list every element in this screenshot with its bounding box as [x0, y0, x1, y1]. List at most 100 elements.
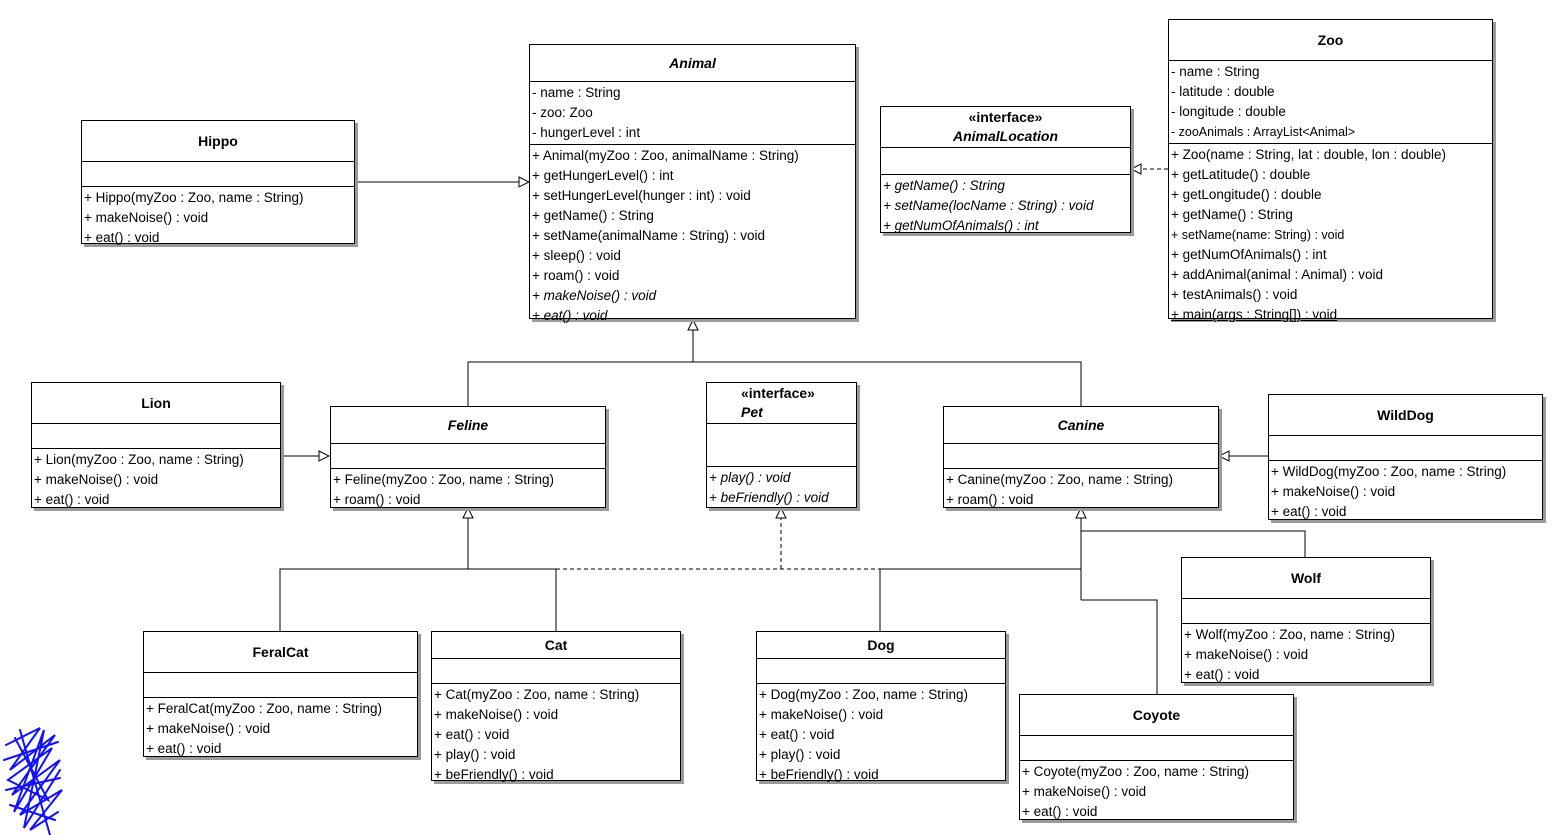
class-title: Lion — [141, 394, 171, 411]
method: + Wolf(myZoo : Zoo, name : String) — [1184, 627, 1395, 642]
method: + eat() : void — [146, 741, 222, 756]
method: + getName() : String — [1171, 207, 1293, 222]
attributes-section: - name : String - zoo: Zoo - hungerLevel… — [530, 82, 855, 144]
method: + getName() : String — [883, 178, 1005, 193]
attributes-section — [707, 424, 856, 466]
method: + beFriendly() : void — [709, 490, 829, 505]
class-feline[interactable]: Feline + Feline(myZoo : Zoo, name : Stri… — [330, 406, 606, 508]
method: + WildDog(myZoo : Zoo, name : String) — [1271, 464, 1507, 479]
class-lion[interactable]: Lion + Lion(myZoo : Zoo, name : String) … — [31, 382, 281, 508]
class-title: Dog — [867, 636, 895, 653]
attributes-section — [82, 162, 354, 186]
method: + setName(name: String) : void — [1171, 228, 1345, 242]
attribute: - longitude : double — [1171, 104, 1286, 119]
methods-section: + Zoo(name : String, lat : double, lon :… — [1169, 144, 1492, 326]
method: + Cat(myZoo : Zoo, name : String) — [434, 687, 640, 702]
class-feralcat[interactable]: FeralCat + FeralCat(myZoo : Zoo, name : … — [143, 631, 418, 757]
class-cat[interactable]: Cat + Cat(myZoo : Zoo, name : String) + … — [431, 631, 681, 782]
edge-cats-feline — [279, 508, 557, 631]
edge-cat-dog-pet — [556, 508, 880, 570]
edge-feline-canine-animal — [467, 320, 1082, 406]
method: + main(args : String[]) : void — [1171, 307, 1338, 322]
method: + Dog(myZoo : Zoo, name : String) — [759, 687, 968, 702]
method: + Lion(myZoo : Zoo, name : String) — [34, 452, 244, 467]
methods-section: + Feline(myZoo : Zoo, name : String) + r… — [331, 469, 605, 511]
attribute: - hungerLevel : int — [532, 125, 641, 140]
method: + getNumOfAnimals() : int — [1171, 247, 1327, 262]
attributes-section — [1182, 599, 1430, 623]
class-title: WildDog — [1377, 406, 1434, 423]
stereotype-label: «interface» — [968, 109, 1043, 125]
methods-section: + WildDog(myZoo : Zoo, name : String) + … — [1269, 461, 1542, 523]
method: + makeNoise() : void — [759, 707, 884, 722]
class-coyote[interactable]: Coyote + Coyote(myZoo : Zoo, name : Stri… — [1019, 694, 1294, 820]
class-dog[interactable]: Dog + Dog(myZoo : Zoo, name : String) + … — [756, 631, 1006, 782]
method: + sleep() : void — [532, 248, 621, 263]
attribute: - name : String — [532, 85, 621, 100]
attributes-section — [757, 659, 1005, 683]
class-title: Canine — [1057, 416, 1105, 433]
method: + Zoo(name : String, lat : double, lon :… — [1171, 147, 1447, 162]
attribute: - zoo: Zoo — [532, 105, 593, 120]
attributes-section — [144, 673, 417, 697]
method: + eat() : void — [34, 492, 110, 507]
method: + makeNoise() : void — [1022, 784, 1147, 799]
method: + roam() : void — [532, 268, 620, 283]
attributes-section — [1269, 436, 1542, 460]
method: + testAnimals() : void — [1171, 287, 1298, 302]
class-zoo[interactable]: Zoo - name : String - latitude : double … — [1168, 19, 1493, 322]
method: + beFriendly() : void — [759, 767, 879, 782]
class-title: «interface» Pet — [741, 385, 815, 420]
class-wolf[interactable]: Wolf + Wolf(myZoo : Zoo, name : String) … — [1181, 557, 1431, 683]
methods-section: + Dog(myZoo : Zoo, name : String) + make… — [757, 684, 1005, 786]
method: + makeNoise() : void — [1271, 484, 1396, 499]
class-title: Coyote — [1132, 706, 1181, 723]
class-title: «interface» AnimalLocation — [952, 109, 1058, 144]
method: + getName() : String — [532, 208, 654, 223]
method: + makeNoise() : void — [1184, 647, 1309, 662]
method: + setName(animalName : String) : void — [532, 228, 765, 243]
attributes-section — [944, 444, 1218, 468]
attribute: - latitude : double — [1171, 84, 1275, 99]
edge-coyote-canine — [1081, 599, 1158, 694]
method: + Hippo(myZoo : Zoo, name : String) — [84, 190, 304, 205]
method: + Coyote(myZoo : Zoo, name : String) — [1022, 764, 1249, 779]
methods-section: + Wolf(myZoo : Zoo, name : String) + mak… — [1182, 624, 1430, 686]
interface-animallocation[interactable]: «interface» AnimalLocation + getName() :… — [880, 106, 1131, 233]
method: + eat() : void — [84, 230, 160, 245]
method: + Animal(myZoo : Zoo, animalName : Strin… — [532, 148, 799, 163]
method: + roam() : void — [946, 492, 1034, 507]
attribute: - zooAnimals : ArrayList<Animal> — [1171, 125, 1356, 139]
method: + makeNoise() : void — [146, 721, 271, 736]
attributes-section — [881, 148, 1130, 174]
methods-section: + Lion(myZoo : Zoo, name : String) + mak… — [32, 449, 280, 511]
scribble-mark — [3, 727, 63, 835]
class-wilddog[interactable]: WildDog + WildDog(myZoo : Zoo, name : St… — [1268, 394, 1543, 520]
methods-section: + play() : void + beFriendly() : void — [707, 467, 856, 509]
attributes-section — [32, 424, 280, 448]
edge-dog-canine — [879, 568, 1081, 631]
class-title: Zoo — [1317, 31, 1344, 48]
attribute: - name : String — [1171, 64, 1260, 79]
method: + makeNoise() : void — [34, 472, 159, 487]
method: + setName(locName : String) : void — [883, 198, 1094, 213]
method: + play() : void — [759, 747, 841, 762]
method: + eat() : void — [434, 727, 510, 742]
class-title: Feline — [447, 416, 489, 433]
interface-pet[interactable]: «interface» Pet + play() : void + beFrie… — [706, 382, 857, 508]
methods-section: + Cat(myZoo : Zoo, name : String) + make… — [432, 684, 680, 786]
stereotype-label: «interface» — [741, 385, 815, 401]
class-canine[interactable]: Canine + Canine(myZoo : Zoo, name : Stri… — [943, 406, 1219, 508]
method: + Canine(myZoo : Zoo, name : String) — [946, 472, 1173, 487]
method: + setHungerLevel(hunger : int) : void — [532, 188, 751, 203]
class-title: Animal — [669, 54, 716, 71]
class-hippo[interactable]: Hippo + Hippo(myZoo : Zoo, name : String… — [81, 120, 355, 245]
method: + makeNoise() : void — [434, 707, 559, 722]
method: + eat() : void — [1271, 504, 1347, 519]
method: + Feline(myZoo : Zoo, name : String) — [333, 472, 554, 487]
method: + getLongitude() : double — [1171, 187, 1322, 202]
attributes-section — [432, 659, 680, 683]
class-animal[interactable]: Animal - name : String - zoo: Zoo - hung… — [529, 44, 856, 323]
